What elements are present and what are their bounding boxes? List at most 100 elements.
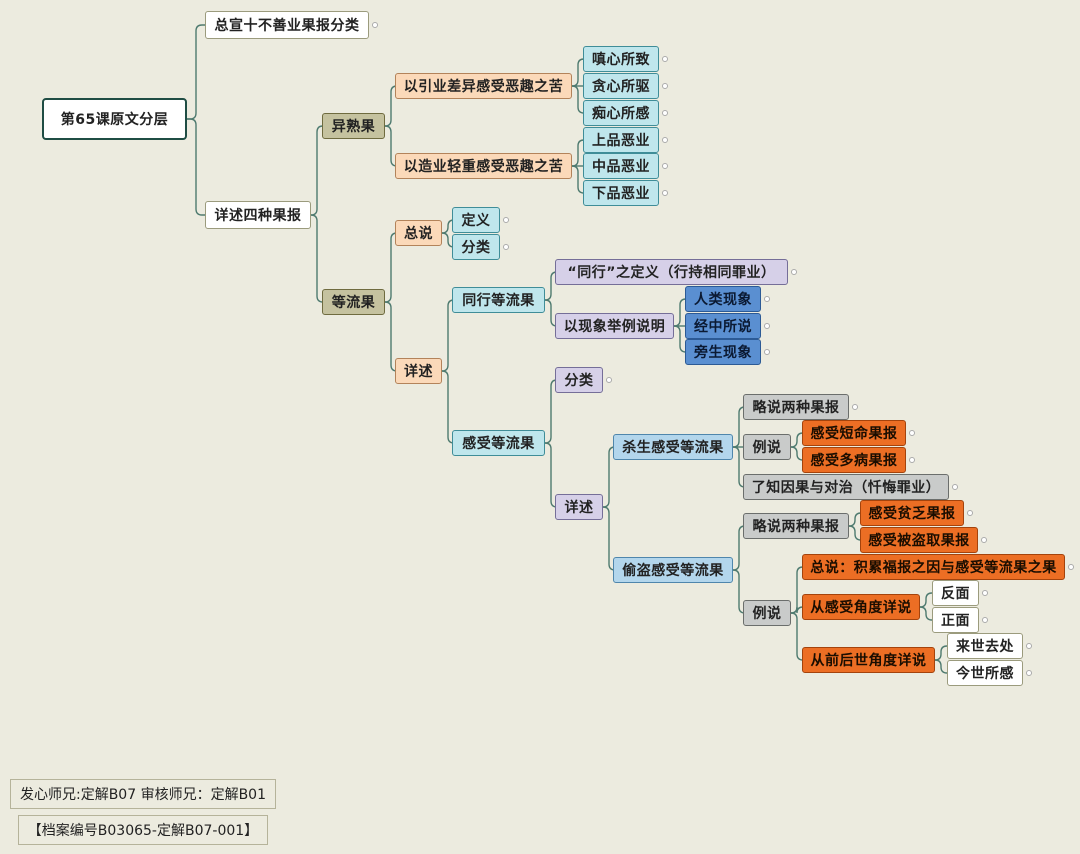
node-xia[interactable]: 下品恶业: [583, 180, 659, 206]
expand-toggle-icon[interactable]: [764, 323, 770, 329]
node-zongshuo2[interactable]: 总说：积累福报之因与感受等流果之果: [802, 554, 1065, 580]
node-label: 嗔心所致: [592, 52, 650, 68]
expand-toggle-icon[interactable]: [852, 404, 858, 410]
node-zongshuo[interactable]: 总说: [395, 220, 442, 246]
node-label: 详述: [564, 500, 594, 516]
expand-toggle-icon[interactable]: [662, 83, 668, 89]
node-label: 正面: [941, 613, 970, 629]
connector-line: [919, 606, 933, 621]
expand-toggle-icon[interactable]: [764, 296, 770, 302]
node-tan[interactable]: 贪心所驱: [583, 73, 659, 99]
node-label: 中品恶业: [592, 159, 650, 175]
node-label: 来世去处: [956, 639, 1014, 655]
expand-toggle-icon[interactable]: [606, 377, 612, 383]
node-label: 感受多病果报: [810, 453, 898, 469]
node-label: 同行等流果: [462, 293, 535, 309]
connector-line: [934, 659, 948, 674]
node-fenlei[interactable]: 分类: [452, 234, 500, 260]
node-jingzhong[interactable]: 经中所说: [685, 313, 761, 339]
node-label: 杀生感受等流果: [622, 440, 724, 456]
connector-line: [934, 645, 948, 661]
expand-toggle-icon[interactable]: [982, 617, 988, 623]
node-summary-classification[interactable]: 总宣十不善业果报分类: [205, 11, 369, 39]
node-ganshoujiaodu[interactable]: 从感受角度详说: [802, 594, 920, 620]
node-lueshuo1[interactable]: 略说两种果报: [743, 394, 849, 420]
node-label: 旁生现象: [694, 345, 752, 361]
expand-toggle-icon[interactable]: [662, 163, 668, 169]
archive-text: 【档案编号B03065-定解B07-001】: [27, 823, 259, 839]
node-fenlei2[interactable]: 分类: [555, 367, 603, 393]
expand-toggle-icon[interactable]: [952, 484, 958, 490]
node-xiangshu[interactable]: 详述: [395, 358, 442, 384]
connector-line: [571, 165, 585, 194]
expand-toggle-icon[interactable]: [662, 110, 668, 116]
node-chen[interactable]: 嗔心所致: [583, 46, 659, 72]
node-label: 反面: [941, 586, 970, 602]
node-lishuo2[interactable]: 例说: [743, 600, 791, 626]
expand-toggle-icon[interactable]: [791, 269, 797, 275]
expand-toggle-icon[interactable]: [1026, 670, 1032, 676]
node-label: 分类: [461, 240, 491, 256]
expand-toggle-icon[interactable]: [909, 457, 915, 463]
node-duobing[interactable]: 感受多病果报: [802, 447, 906, 473]
connector-line: [544, 442, 558, 508]
node-pinfa[interactable]: 感受贫乏果报: [860, 500, 964, 526]
node-qianhou[interactable]: 从前后世角度详说: [802, 647, 935, 673]
expand-toggle-icon[interactable]: [503, 244, 509, 250]
node-label: 例说: [752, 440, 782, 456]
node-laishi[interactable]: 来世去处: [947, 633, 1023, 659]
node-label: 总说: [404, 226, 433, 242]
expand-toggle-icon[interactable]: [764, 349, 770, 355]
node-tongxing[interactable]: 同行等流果: [452, 287, 545, 313]
expand-toggle-icon[interactable]: [372, 22, 378, 28]
node-dingyi[interactable]: 定义: [452, 207, 500, 233]
node-label: 以现象举例说明: [563, 319, 666, 335]
node-yinye[interactable]: 以引业差异感受恶趣之苦: [395, 73, 572, 99]
node-renlei[interactable]: 人类现象: [685, 286, 761, 312]
node-xiangshu2[interactable]: 详述: [555, 494, 603, 520]
node-zhong[interactable]: 中品恶业: [583, 153, 659, 179]
connector-line: [310, 125, 324, 216]
root-node[interactable]: 第65课原文分层: [42, 98, 187, 140]
connector-line: [441, 370, 455, 444]
node-label: 经中所说: [694, 319, 752, 335]
node-shang[interactable]: 上品恶业: [583, 127, 659, 153]
node-four-results[interactable]: 详述四种果报: [205, 201, 311, 229]
node-dengliu[interactable]: 等流果: [322, 289, 385, 315]
connector-line: [187, 118, 205, 216]
node-label: 痴心所感: [592, 106, 650, 122]
node-label: 详述: [404, 364, 433, 380]
node-pangsheng[interactable]: 旁生现象: [685, 339, 761, 365]
node-zaoye[interactable]: 以造业轻重感受恶趣之苦: [395, 153, 572, 179]
node-label: 略说两种果报: [752, 400, 840, 416]
node-jinshi[interactable]: 今世所感: [947, 660, 1023, 686]
expand-toggle-icon[interactable]: [662, 56, 668, 62]
node-toudao[interactable]: 偷盗感受等流果: [613, 557, 733, 583]
expand-toggle-icon[interactable]: [503, 217, 509, 223]
node-shasheng[interactable]: 杀生感受等流果: [613, 434, 733, 460]
expand-toggle-icon[interactable]: [909, 430, 915, 436]
node-tongxing-def[interactable]: “同行”之定义（行持相同罪业）: [555, 259, 788, 285]
node-fanmian[interactable]: 反面: [932, 580, 979, 606]
node-zhengmian[interactable]: 正面: [932, 607, 979, 633]
node-lueshuo2[interactable]: 略说两种果报: [743, 513, 849, 539]
connector-line: [187, 24, 205, 120]
node-chi[interactable]: 痴心所感: [583, 100, 659, 126]
node-ganshou[interactable]: 感受等流果: [452, 430, 545, 456]
expand-toggle-icon[interactable]: [982, 590, 988, 596]
expand-toggle-icon[interactable]: [1068, 564, 1074, 570]
expand-toggle-icon[interactable]: [981, 537, 987, 543]
node-label: 等流果: [331, 295, 376, 311]
expand-toggle-icon[interactable]: [967, 510, 973, 516]
node-beidao[interactable]: 感受被盗取果报: [860, 527, 978, 553]
node-tongxing-example[interactable]: 以现象举例说明: [555, 313, 674, 339]
connector-line: [602, 506, 616, 571]
expand-toggle-icon[interactable]: [662, 190, 668, 196]
expand-toggle-icon[interactable]: [662, 137, 668, 143]
node-duanming[interactable]: 感受短命果报: [802, 420, 906, 446]
node-lishuo1[interactable]: 例说: [743, 434, 791, 460]
expand-toggle-icon[interactable]: [1026, 643, 1032, 649]
connector-line: [673, 325, 687, 353]
node-liaozhi[interactable]: 了知因果与对治（忏悔罪业）: [743, 474, 949, 500]
node-yishu[interactable]: 异熟果: [322, 113, 385, 139]
